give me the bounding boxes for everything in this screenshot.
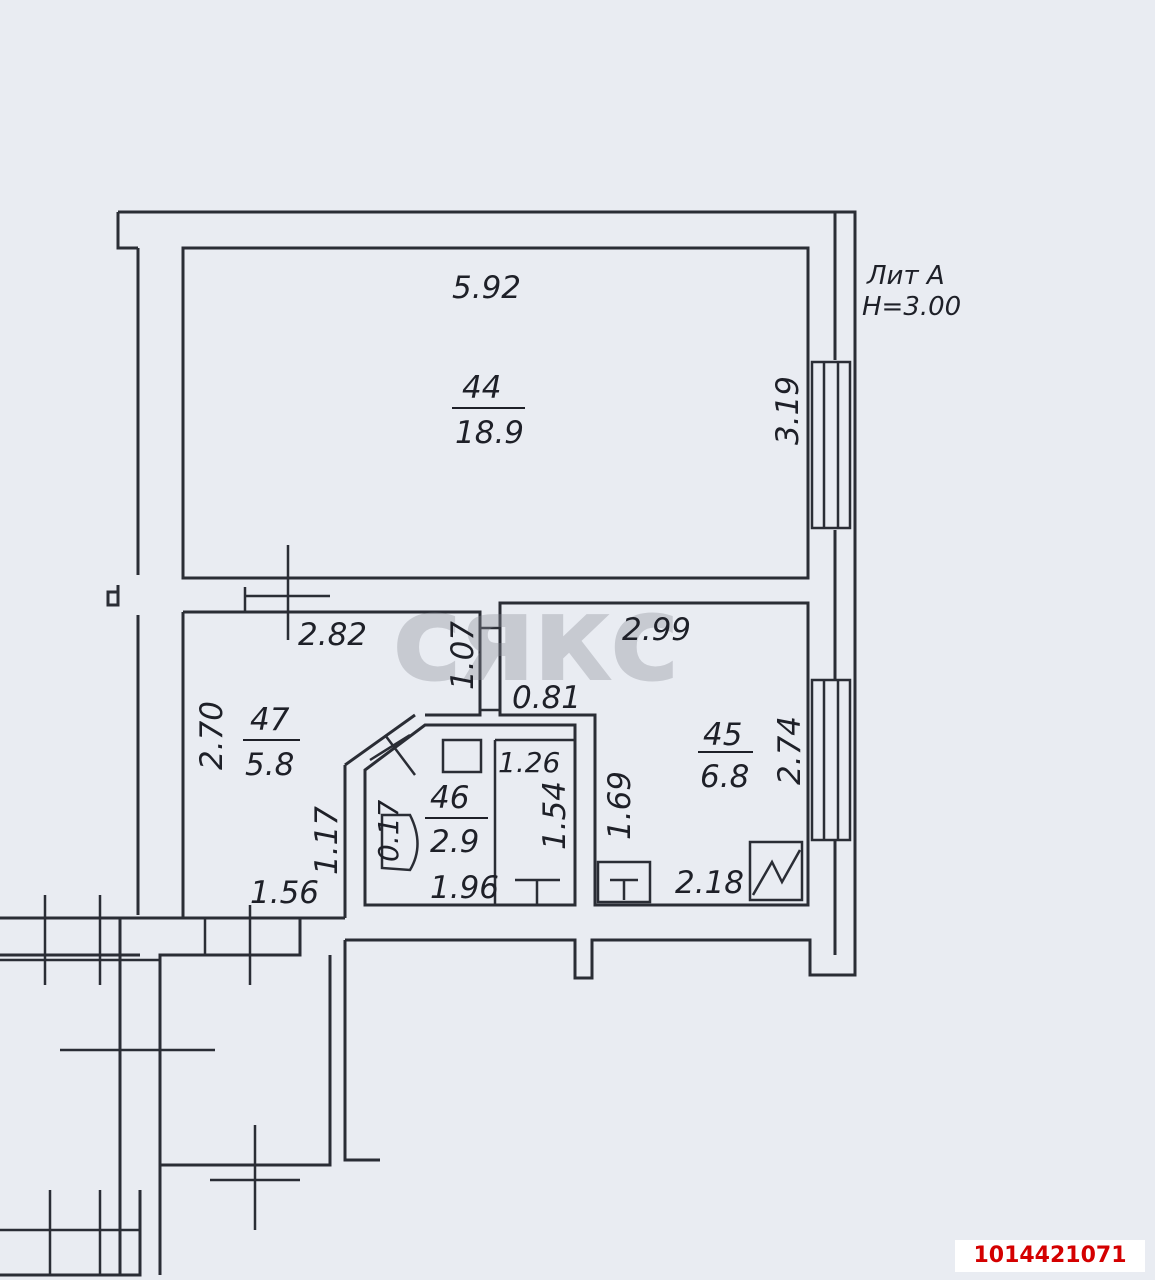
corridor-opening — [480, 626, 500, 712]
room-44-width: 5.92 — [452, 270, 521, 306]
room-47-inner-dim: 1.17 — [309, 806, 345, 875]
room-44-area: 18.9 — [455, 415, 524, 451]
room-46-number: 46 — [430, 780, 469, 816]
room-45-outline — [498, 601, 810, 907]
outer-wall — [116, 210, 857, 977]
listing-id-badge: 1014421071 — [955, 1240, 1145, 1272]
corridor-width-dim: 0.81 — [512, 680, 581, 716]
room-45-top-dim: 2.99 — [622, 612, 691, 648]
boiler-icon — [748, 840, 804, 902]
room-45-bottom-dim: 2.18 — [675, 865, 744, 901]
bath-partition — [493, 738, 575, 905]
bath-t-mark — [515, 878, 560, 905]
watermark: cякс — [392, 570, 677, 709]
room-46-top-dim: 1.26 — [498, 746, 560, 779]
room-47-top-dim: 2.82 — [298, 617, 367, 653]
room-47-side-dim: 2.70 — [194, 701, 230, 770]
height-label: Н=3.00 — [862, 292, 961, 322]
stove-icon — [596, 860, 652, 904]
room-44-outline — [181, 246, 810, 580]
room-46-side-dim: 1.54 — [537, 781, 573, 850]
sink-icon — [441, 738, 483, 774]
stove-t-mark — [610, 878, 638, 900]
room-47-area: 5.8 — [245, 747, 294, 783]
room-44-number: 44 — [462, 370, 501, 406]
room-45-area: 6.8 — [700, 759, 749, 795]
lower-left-grid — [0, 895, 300, 1275]
room-47-bottom-dim: 1.56 — [250, 875, 319, 911]
bath-door-mark — [369, 733, 416, 776]
room-47-number: 47 — [250, 702, 290, 738]
lower-left-block — [0, 916, 332, 1277]
window-right-lower — [810, 678, 852, 842]
corridor-height-dim: 1.07 — [445, 621, 481, 690]
room-45-left-dim: 1.69 — [602, 771, 638, 840]
room-46-outline — [343, 713, 577, 918]
room-45-number: 45 — [703, 717, 742, 753]
left-wall-notch — [106, 585, 120, 607]
room-44-height: 3.19 — [770, 376, 806, 445]
door-44-47 — [243, 545, 330, 640]
lower-wall — [343, 938, 855, 1162]
room-46-bottom-dim: 1.96 — [430, 870, 499, 906]
room-46-diag-dim: 0.17 — [372, 799, 405, 862]
room-46-area: 2.9 — [430, 824, 479, 860]
window-right-upper — [810, 360, 852, 530]
room-45-side-dim: 2.74 — [772, 716, 808, 785]
toilet-icon — [380, 813, 419, 872]
lit-label: Лит А — [866, 261, 945, 291]
